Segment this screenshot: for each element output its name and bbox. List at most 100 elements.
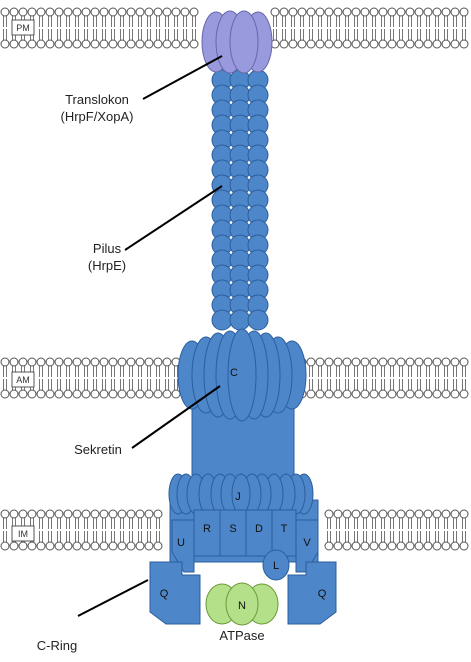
lipid-head <box>433 358 441 366</box>
letter-r: R <box>203 523 211 535</box>
lipid-head <box>73 542 81 550</box>
lipid-head <box>163 390 171 398</box>
lipid-head <box>145 40 153 48</box>
lipid-head <box>433 542 441 550</box>
lipid-head <box>325 40 333 48</box>
pm-tag-text: PM <box>16 23 30 33</box>
lipid-head <box>379 390 387 398</box>
lipid-head <box>343 40 351 48</box>
lipid-head <box>154 40 162 48</box>
sekretin-label: Sekretin <box>58 441 138 458</box>
lipid-head <box>145 8 153 16</box>
lipid-head <box>361 390 369 398</box>
lipid-head <box>172 40 180 48</box>
lipid-head <box>397 40 405 48</box>
lipid-head <box>271 8 279 16</box>
letter-c: C <box>230 367 238 379</box>
lipid-head <box>451 542 459 550</box>
lipid-head <box>19 390 27 398</box>
lipid-head <box>127 390 135 398</box>
lipid-head <box>91 510 99 518</box>
letter-j: J <box>235 491 241 503</box>
am-tag-text: AM <box>16 375 30 385</box>
lipid-head <box>64 40 72 48</box>
lipid-head <box>73 358 81 366</box>
lipid-head <box>370 390 378 398</box>
lipid-head <box>298 40 306 48</box>
lipid-head <box>451 358 459 366</box>
atpase-label: ATPase <box>205 627 279 644</box>
lipid-head <box>334 358 342 366</box>
lipid-head <box>10 40 18 48</box>
lipid-head <box>136 358 144 366</box>
lipid-head <box>109 542 117 550</box>
lipid-head <box>91 358 99 366</box>
lipid-head <box>55 510 63 518</box>
lipid-head <box>28 358 36 366</box>
lipid-head <box>1 8 9 16</box>
export-apparatus <box>172 510 318 572</box>
lipid-head <box>19 40 27 48</box>
pilus-label-line2: (HrpE) <box>82 257 132 274</box>
lipid-head <box>190 40 198 48</box>
lipid-head <box>442 8 450 16</box>
c-ring-right <box>288 562 336 624</box>
lipid-head <box>19 510 27 518</box>
pilus-leader-line <box>125 186 222 250</box>
lipid-head <box>136 40 144 48</box>
lipid-head <box>28 542 36 550</box>
lipid-head <box>172 8 180 16</box>
pilus-subunit <box>230 310 250 330</box>
lipid-head <box>154 358 162 366</box>
lipid-head <box>361 542 369 550</box>
lipid-head <box>46 510 54 518</box>
lipid-head <box>82 8 90 16</box>
lipid-head <box>280 8 288 16</box>
lipid-head <box>118 390 126 398</box>
lipid-head <box>451 8 459 16</box>
lipid-head <box>406 510 414 518</box>
lipid-head <box>316 390 324 398</box>
lipid-head <box>100 390 108 398</box>
translokon-label-line2: (HrpF/XopA) <box>42 108 152 125</box>
lipid-head <box>343 510 351 518</box>
lipid-head <box>316 358 324 366</box>
lipid-head <box>118 8 126 16</box>
pilus-label: Pilus (HrpE) <box>82 240 132 274</box>
lipid-head <box>325 510 333 518</box>
lipid-head <box>136 542 144 550</box>
lipid-head <box>298 8 306 16</box>
lipid-head <box>460 8 468 16</box>
translokon-label-line1: Translokon <box>42 91 152 108</box>
lipid-head <box>181 8 189 16</box>
lipid-head <box>145 358 153 366</box>
lipid-head <box>37 8 45 16</box>
lipid-head <box>154 8 162 16</box>
lipid-head <box>109 510 117 518</box>
lipid-head <box>109 8 117 16</box>
letter-q-left: Q <box>160 588 169 600</box>
lipid-head <box>91 390 99 398</box>
lipid-head <box>10 358 18 366</box>
lipid-head <box>415 390 423 398</box>
lipid-head <box>10 8 18 16</box>
lipid-head <box>460 40 468 48</box>
lipid-head <box>433 8 441 16</box>
lipid-head <box>37 510 45 518</box>
lipid-head <box>10 542 18 550</box>
lipid-head <box>118 542 126 550</box>
c-ring-leader-line <box>78 580 148 616</box>
lipid-head <box>388 542 396 550</box>
translokon-leader-line <box>143 56 222 99</box>
lipid-head <box>1 40 9 48</box>
lipid-head <box>325 542 333 550</box>
lipid-head <box>451 510 459 518</box>
lipid-head <box>379 510 387 518</box>
pilus-subunit <box>212 310 232 330</box>
lipid-head <box>145 542 153 550</box>
sekretin-ring <box>178 329 306 421</box>
lipid-head <box>55 8 63 16</box>
translocon-subunit-3 <box>230 11 258 73</box>
lipid-head <box>433 510 441 518</box>
pilus <box>212 70 268 330</box>
